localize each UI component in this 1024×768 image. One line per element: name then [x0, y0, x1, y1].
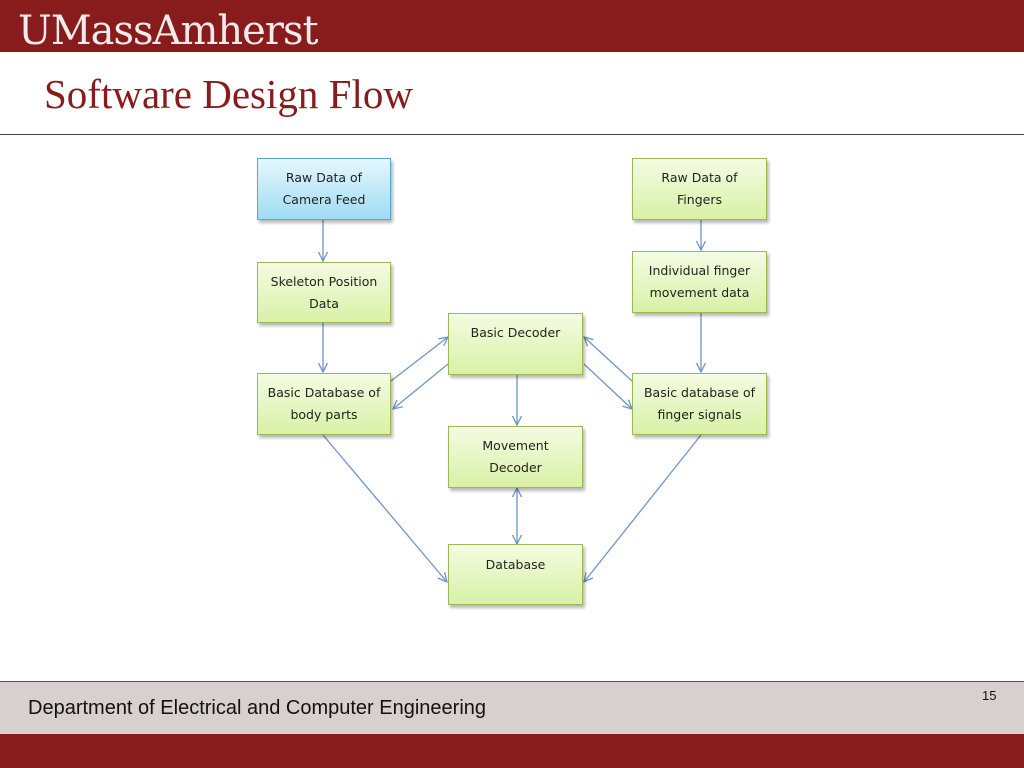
- edge-body-db-database: [322, 434, 447, 582]
- node-raw-fingers: Raw Data of Fingers: [632, 158, 767, 220]
- edge-body-db-basic-decoder: [390, 337, 448, 382]
- page-number: 15: [982, 688, 997, 703]
- edge-finger-db-database: [584, 434, 702, 582]
- university-logo: UMassAmherst: [18, 8, 318, 54]
- node-database: Database: [448, 544, 583, 605]
- node-body-database: Basic Database of body parts: [257, 373, 391, 435]
- slide-title: Software Design Flow: [44, 71, 413, 117]
- department-label: Department of Electrical and Computer En…: [28, 697, 487, 719]
- node-basic-decoder: Basic Decoder: [448, 313, 583, 375]
- edge-basic-decoder-finger-db: [583, 363, 632, 409]
- node-movement-decoder: Movement Decoder: [448, 426, 583, 488]
- node-finger-database: Basic database of finger signals: [632, 373, 767, 435]
- node-skeleton-position: Skeleton Position Data: [257, 262, 391, 323]
- node-individual-finger: Individual finger movement data: [632, 251, 767, 313]
- edge-basic-decoder-body-db: [393, 363, 449, 409]
- top-banner: UMassAmherst: [0, 0, 1024, 54]
- title-divider: [0, 134, 1024, 135]
- node-raw-camera-feed: Raw Data of Camera Feed: [257, 158, 391, 220]
- edge-finger-db-basic-decoder: [584, 337, 633, 382]
- footer-bar: Department of Electrical and Computer En…: [0, 681, 1024, 734]
- bottom-banner: [0, 734, 1024, 768]
